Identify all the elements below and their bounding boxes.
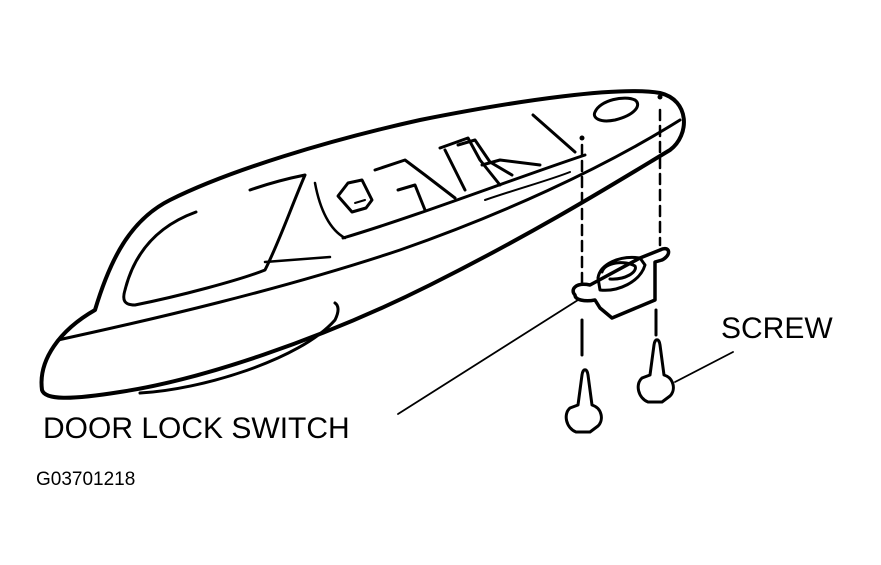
screw-label: SCREW: [721, 312, 833, 345]
figure-code: G03701218: [36, 469, 136, 490]
window-switch-1-mark: [354, 199, 366, 204]
door-lock-switch-knob: [600, 261, 637, 281]
screw-hole-right: [657, 94, 663, 100]
armrest-pull-cup: [138, 301, 340, 395]
window-switch-4: [456, 138, 542, 177]
grip-lower-line: [263, 255, 332, 264]
door-lock-switch-body: [571, 247, 671, 320]
window-switch-2: [373, 158, 457, 212]
window-switch-1: [336, 178, 374, 214]
switch-bezel: [341, 153, 587, 240]
switch-bezel-lower: [484, 171, 571, 201]
window-switch-5: [531, 113, 577, 154]
lock-slot: [592, 96, 640, 123]
grip-inner-line: [313, 181, 347, 240]
leader-door-lock-switch: [397, 299, 579, 415]
leader-screw: [674, 351, 734, 383]
screw-hole-left: [579, 135, 585, 141]
armrest-edge-line: [56, 118, 682, 342]
armrest-panel-outline: [39, 89, 686, 400]
door-lock-switch-label: DOOR LOCK SWITCH: [43, 412, 350, 445]
screw-left: [564, 368, 603, 434]
window-switch-3: [438, 136, 502, 192]
grip-recess: [122, 173, 307, 307]
screw-right: [636, 338, 675, 404]
